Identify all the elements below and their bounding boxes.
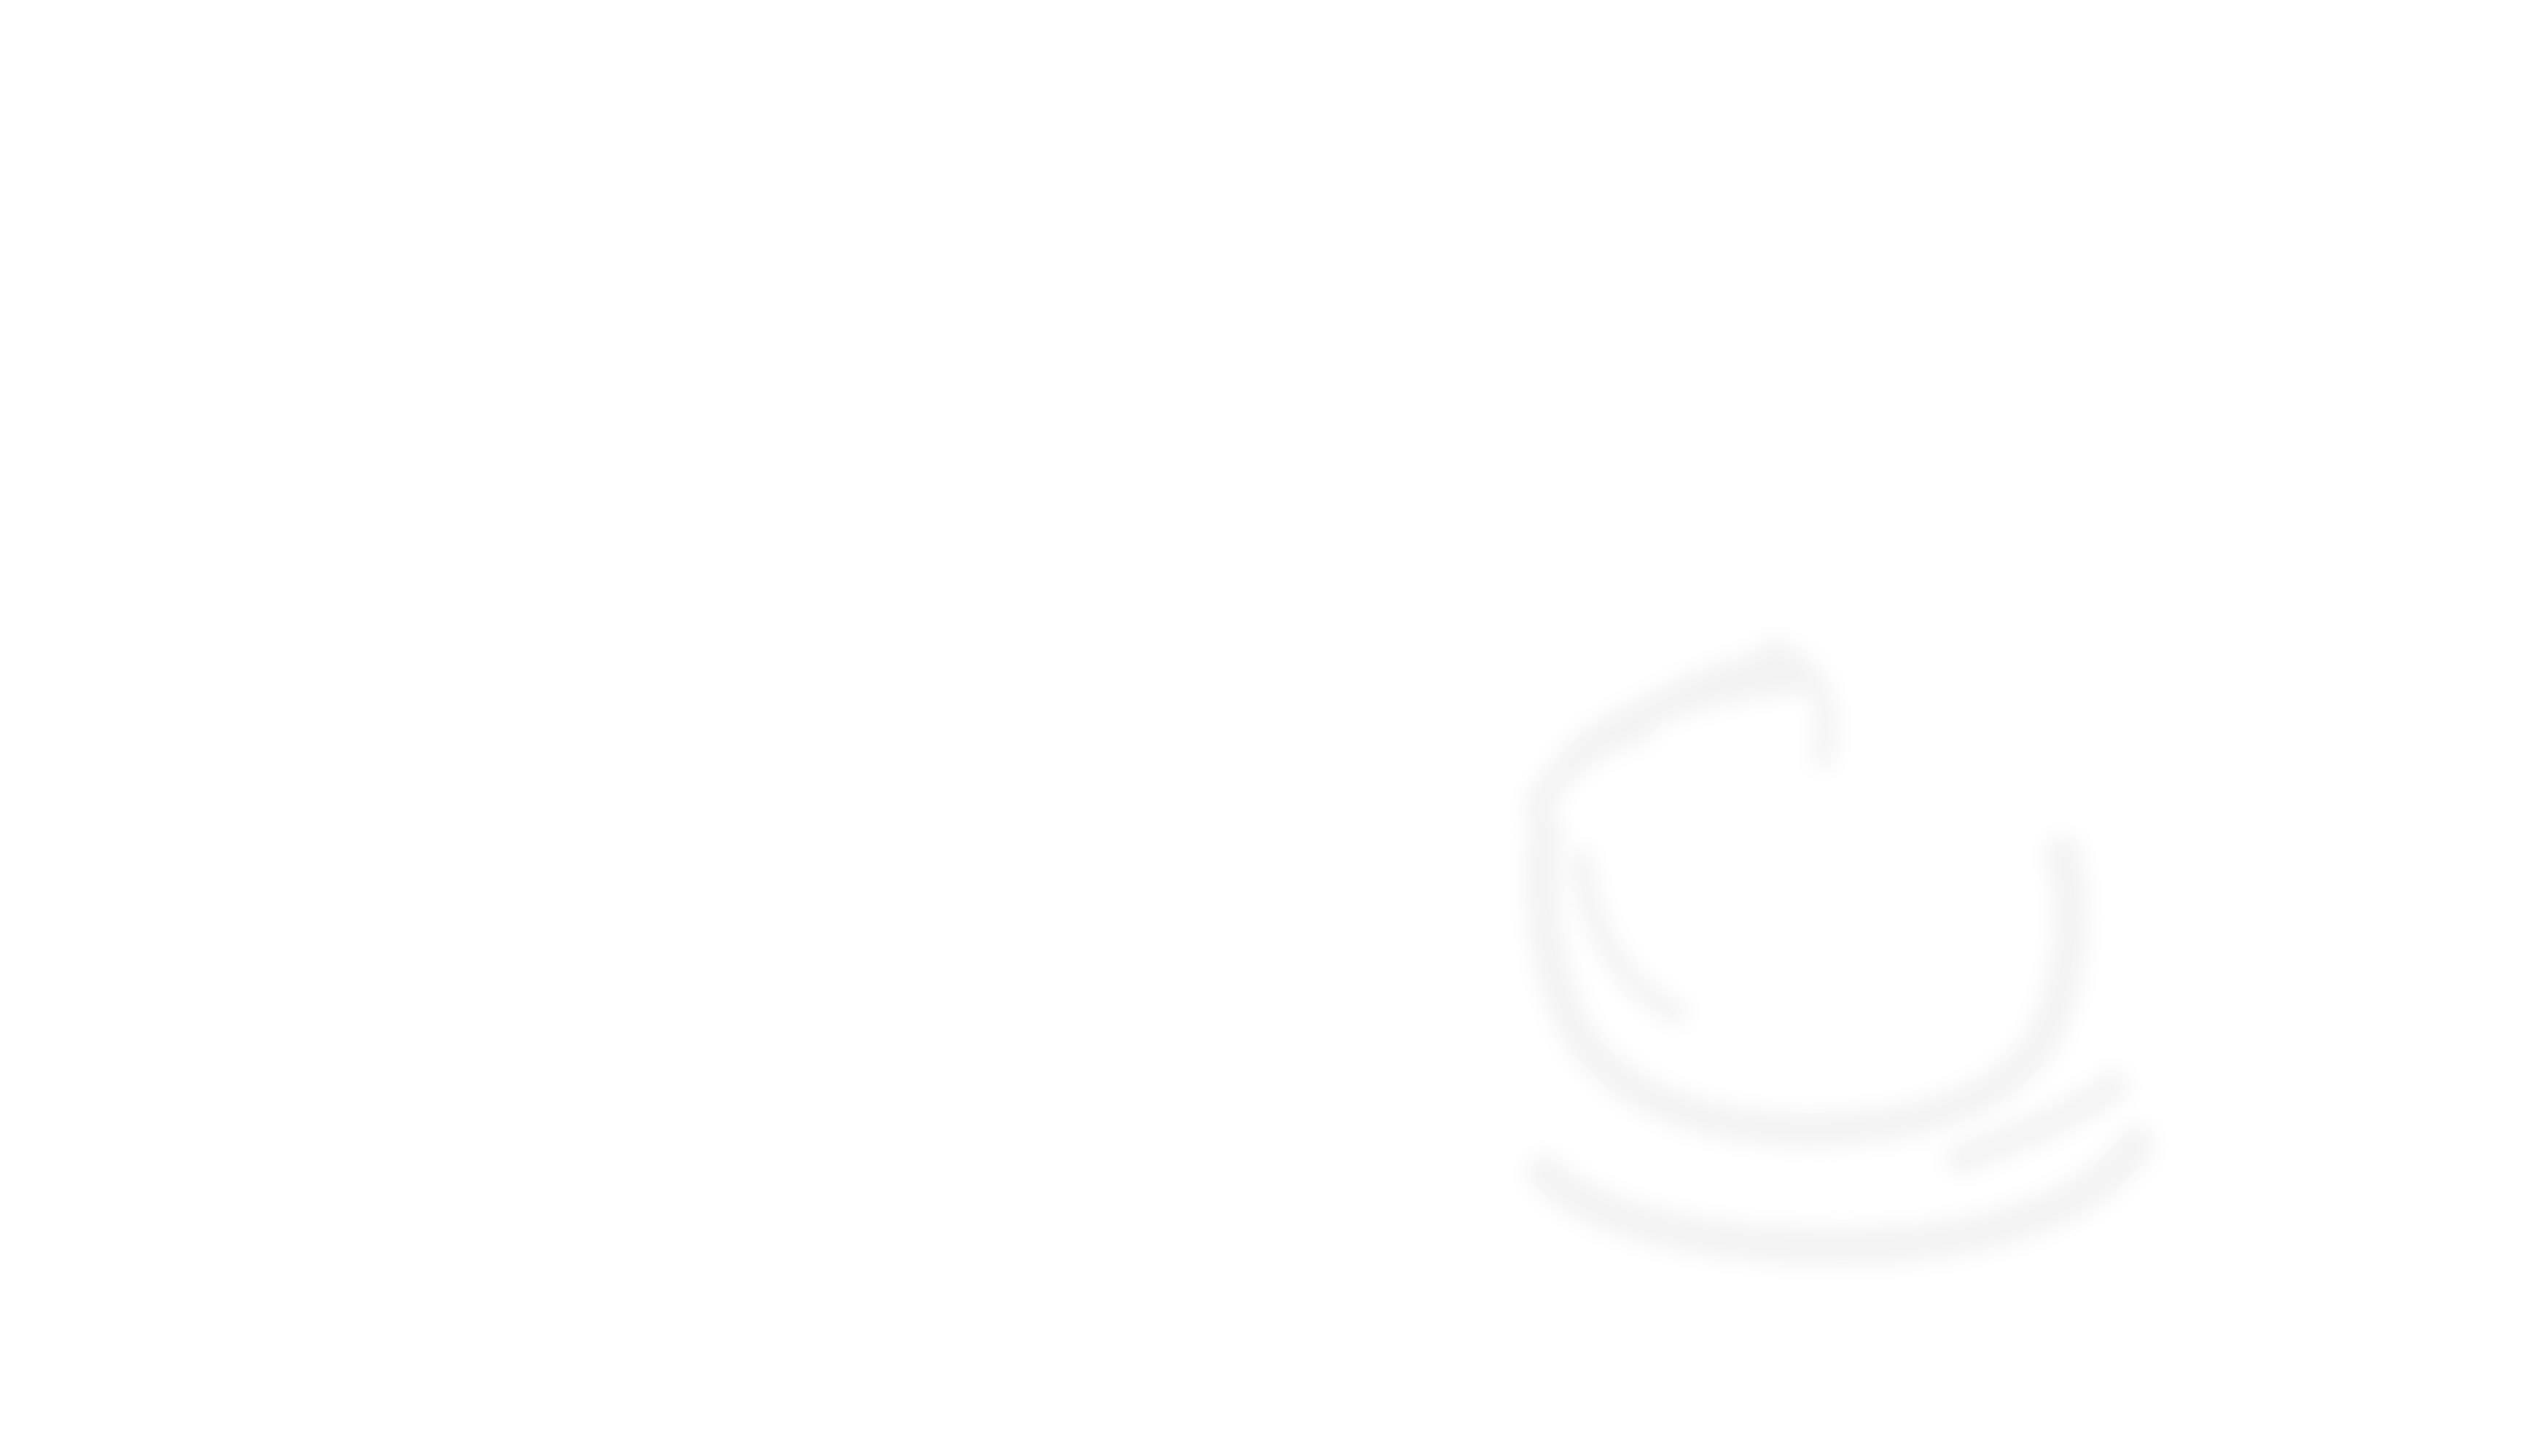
faded-cup-icon (1494, 619, 2259, 1312)
